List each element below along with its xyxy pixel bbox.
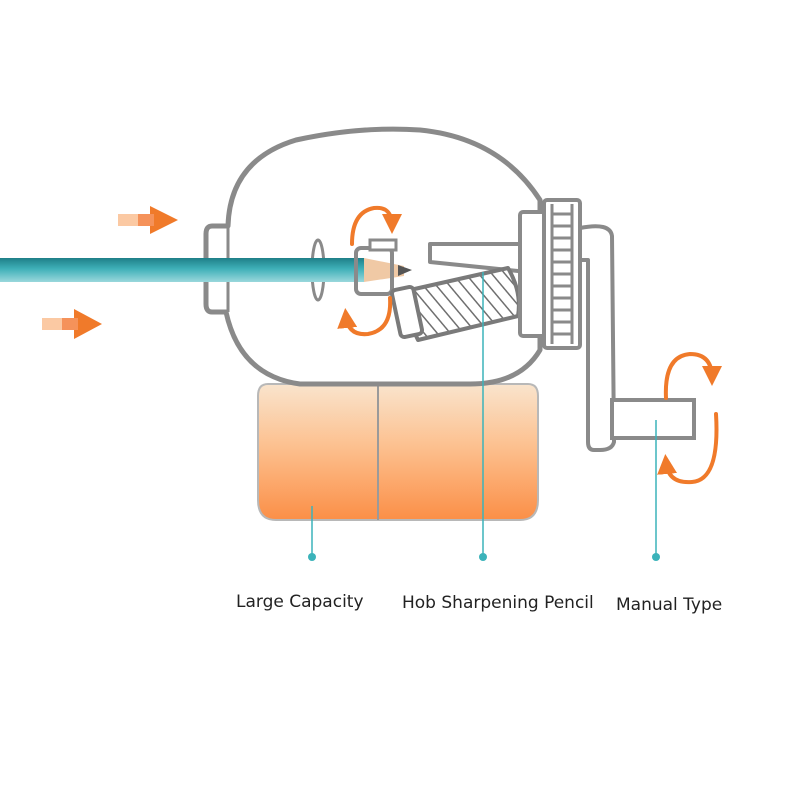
pointer-hob xyxy=(479,272,487,561)
rotation-arrow-holder-bottom xyxy=(337,296,393,337)
rotation-arrow-holder-top xyxy=(350,205,402,246)
pencil xyxy=(0,258,412,282)
pointer-capacity xyxy=(308,506,316,561)
push-arrow-top xyxy=(118,206,178,234)
pointer-manual xyxy=(652,420,660,561)
rotation-arrow-crank-top xyxy=(663,351,722,400)
crank-handle xyxy=(578,224,696,452)
hob-cutter xyxy=(389,266,521,342)
shavings-container xyxy=(257,383,539,521)
pencil-holder xyxy=(354,238,530,296)
gear-wheel xyxy=(518,198,582,350)
label-manual-type: Manual Type xyxy=(616,595,723,615)
rotation-arrow-crank-bottom xyxy=(657,412,719,485)
label-large-capacity: Large Capacity xyxy=(236,592,364,612)
label-hob-sharpening-pencil: Hob Sharpening Pencil xyxy=(402,593,594,613)
push-arrow-bottom xyxy=(42,309,102,339)
